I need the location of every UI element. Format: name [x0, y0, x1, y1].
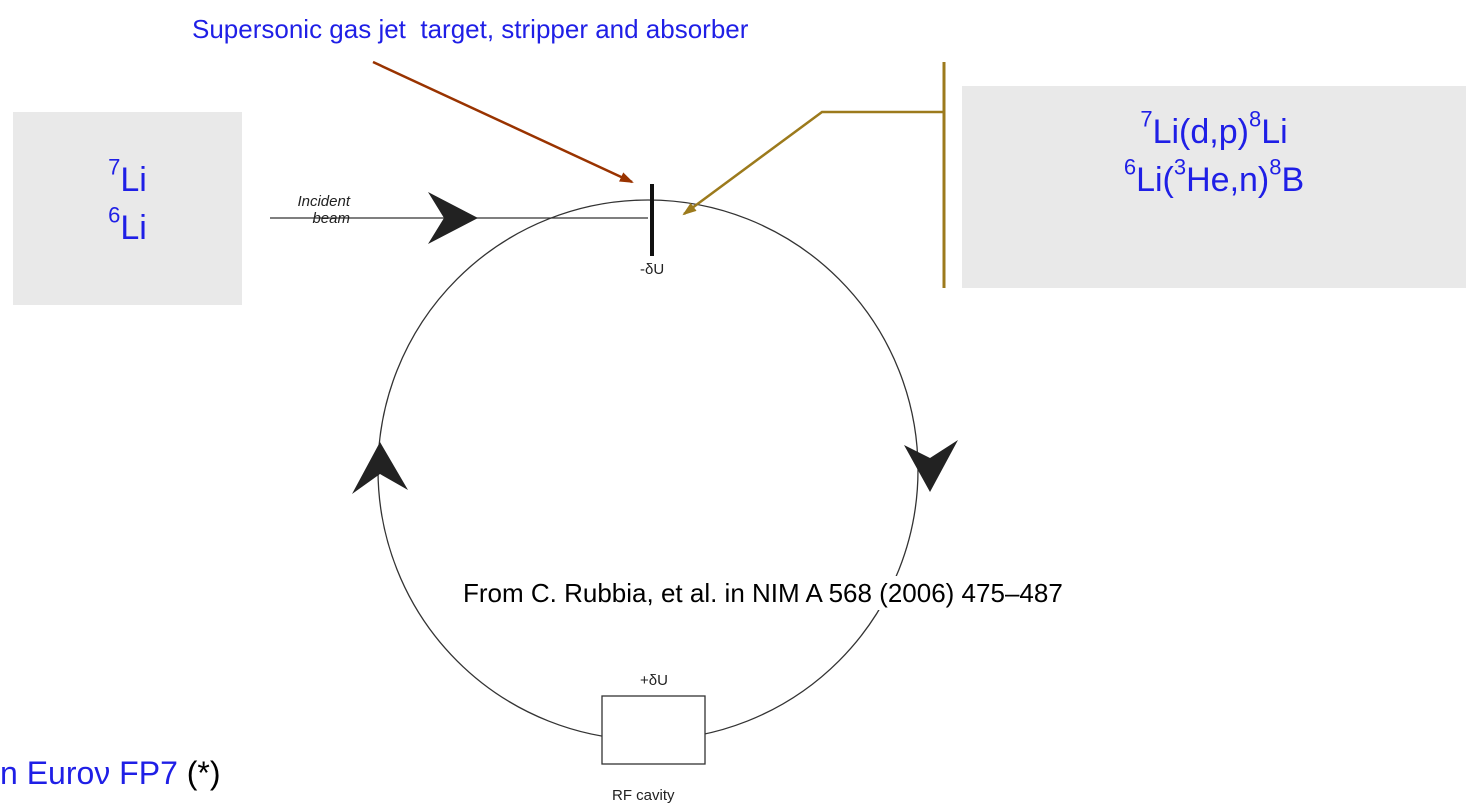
- reaction-1-sup-2: 8: [1248, 106, 1262, 132]
- incident-label-line-1: Incident: [297, 193, 350, 210]
- footer-note: (*): [177, 755, 221, 791]
- incident-label-line-2: beam: [312, 210, 350, 227]
- footer-text: n Euroν FP7 (*): [0, 753, 221, 793]
- reaction-2-text-1: Li(: [1136, 161, 1174, 199]
- reaction-2-sup-1: 6: [1123, 154, 1137, 180]
- reaction-box: 7Li(d,p)8Li 6Li(3He,n)8B: [962, 86, 1466, 288]
- reaction-1-text-1: Li(d,p): [1152, 113, 1249, 151]
- rf-cavity-label: RF cavity: [612, 787, 675, 804]
- isotope-li7-mass: 7: [108, 154, 121, 180]
- reaction-2-sup-2: 3: [1173, 154, 1187, 180]
- reaction-1-sup-1: 7: [1140, 106, 1153, 132]
- reaction-line-2: 6Li(3He,n)8B: [962, 156, 1466, 204]
- ring-arrow-left: [352, 442, 408, 494]
- isotope-li7-symbol: Li: [120, 161, 147, 199]
- reaction-1-text-2: Li: [1261, 113, 1288, 151]
- isotope-box: 7Li 6Li: [13, 112, 242, 305]
- reaction-2-text-2: He,n): [1186, 161, 1270, 199]
- plus-delta-u-label: +δU: [640, 672, 668, 689]
- reaction-connector: [682, 110, 944, 216]
- isotope-li7: 7Li: [13, 156, 242, 204]
- title-arrow: [372, 60, 634, 184]
- citation: From C. Rubbia, et al. in NIM A 568 (200…: [459, 576, 1067, 610]
- ring-arrow-right: [904, 440, 958, 492]
- rf-cavity-box: [601, 695, 706, 765]
- reaction-line-1: 7Li(d,p)8Li: [962, 108, 1466, 156]
- diagram-title: Supersonic gas jet target, stripper and …: [192, 14, 749, 44]
- footer-project: n Euroν FP7: [0, 755, 178, 791]
- isotope-li6-symbol: Li: [120, 209, 147, 247]
- reaction-2-sup-3: 8: [1269, 154, 1282, 180]
- incident-beam-label: Incident beam: [262, 193, 350, 227]
- isotope-li6-mass: 6: [108, 202, 121, 228]
- reaction-2-text-3: B: [1281, 161, 1305, 199]
- incident-beam-arrowhead: [428, 192, 478, 244]
- storage-ring: [377, 199, 919, 741]
- isotope-li6: 6Li: [13, 204, 242, 252]
- minus-delta-u-label: -δU: [640, 261, 665, 278]
